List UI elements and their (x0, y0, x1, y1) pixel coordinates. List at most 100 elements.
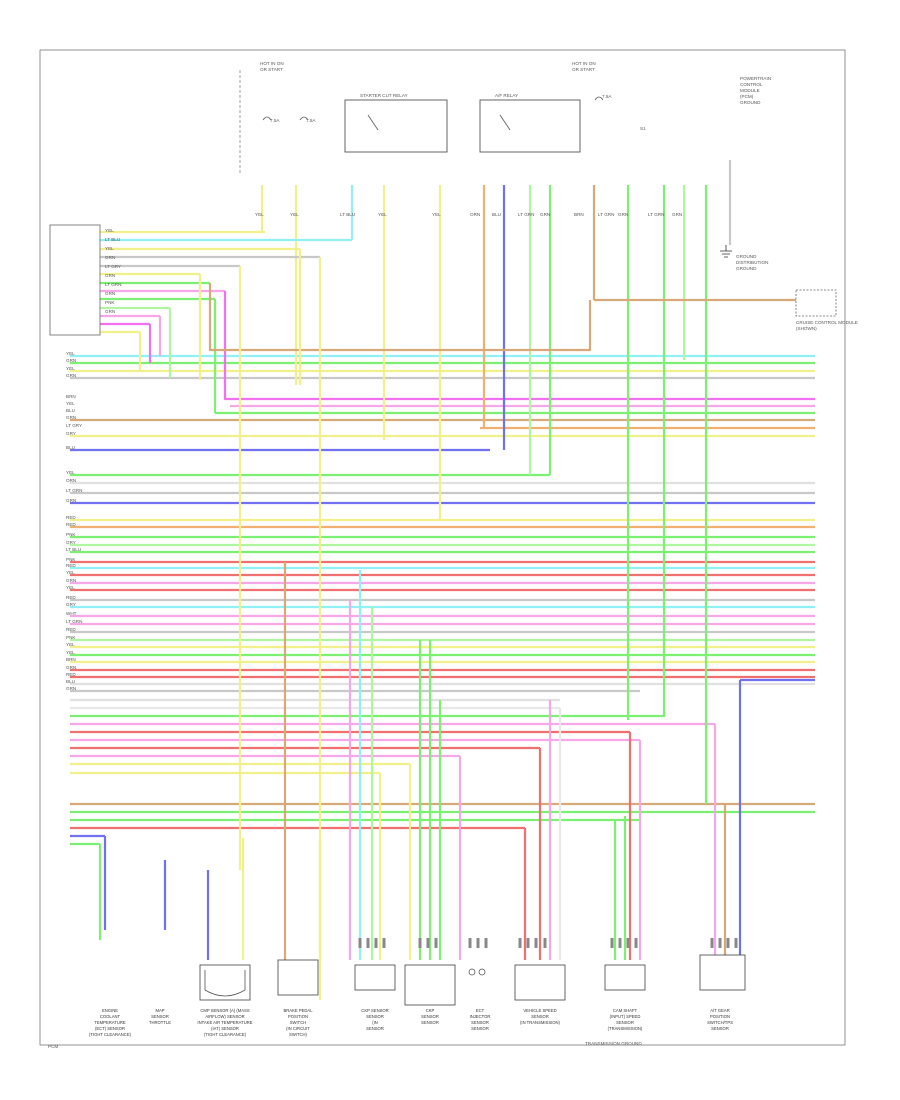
pin-icon (518, 938, 522, 948)
wire-label: BLU (492, 212, 501, 217)
bus-row-label: GRN (66, 665, 76, 670)
sensor-shape (204, 970, 246, 997)
wire-label: ORN (470, 212, 480, 217)
component-label: MAP (155, 1008, 164, 1013)
wire-label: LT GRN (518, 212, 534, 217)
ckp-sensor-box (604, 964, 646, 991)
ect-sensor-box (199, 964, 251, 1001)
fuse-label: 7.5A (602, 94, 612, 99)
component-label: ENGINE (102, 1008, 118, 1013)
relay-switch (367, 114, 379, 131)
bus-row-label: ORN (66, 478, 76, 483)
component-label: CKP (426, 1008, 435, 1013)
component-label: SWITCH) (289, 1032, 308, 1037)
bus-row-label: YEL (66, 642, 75, 647)
pin-icon (382, 938, 386, 948)
map-sensor-box (404, 964, 456, 1006)
component-label: (TIGHT CLEARANCE) (204, 1032, 247, 1037)
pin-icon (718, 938, 722, 948)
ground-ref-label: GROUND (736, 254, 757, 259)
pin-icon (374, 938, 378, 948)
ref-label: (PCM) (740, 94, 754, 99)
bus-row-label: RED (66, 515, 76, 520)
bus-row-label: RED (66, 595, 76, 600)
connector-row-label: LT BLU (105, 237, 120, 242)
component-label: (INPUT) SPEED (610, 1014, 641, 1019)
fuse-icon (594, 96, 604, 101)
splice-label: S1 (640, 126, 646, 131)
pin-icon (358, 938, 362, 948)
hot-run-label: HOT IN ON (260, 61, 284, 66)
wire-label: GRN (618, 212, 628, 217)
bus-row-label: PNK (66, 635, 76, 640)
component-label: SENSOR (711, 1026, 729, 1031)
component-label: SENSOR (366, 1026, 384, 1031)
connector-row-label: LT GRY (105, 264, 121, 269)
link-wire (223, 291, 230, 401)
fuse-icon (262, 116, 272, 121)
bus-row-label: LT GRN (66, 619, 82, 624)
connector-row-label: GRN (105, 291, 115, 296)
component-label: (ECT) SENSOR (95, 1026, 125, 1031)
bus-row-label: LT GRY (66, 423, 82, 428)
bus-row-label: YEL (66, 401, 75, 406)
component-label: CMP SENSOR (A) (MASS (200, 1008, 249, 1013)
pin-icon (426, 938, 430, 948)
pin-icon (610, 938, 614, 948)
bus-row-label: PNK (66, 557, 76, 562)
bus-row-label: BLU (66, 679, 75, 684)
bus-row-label: WHT (66, 611, 77, 616)
component-label: VEHICLE SPEED (523, 1008, 556, 1013)
hot-run-label: OR START (572, 67, 595, 72)
bus-row-label: GRN (66, 415, 76, 420)
bus-row-label: RED (66, 627, 76, 632)
relay-label: STARTER CUT RELAY (360, 93, 408, 98)
component-label: INTAKE AIR TEMPERATURE (197, 1020, 252, 1025)
component-label: SENSOR (421, 1014, 439, 1019)
bus-row-label: GRN (66, 578, 76, 583)
bus-row-label: RED (66, 672, 76, 677)
brake-switch-box (277, 959, 319, 996)
pin-icon (634, 938, 638, 948)
pin-icon (366, 938, 370, 948)
component-label: THROTTLE (149, 1020, 171, 1025)
bus-row-label: YEL (66, 585, 75, 590)
component-label: POSITION (710, 1014, 730, 1019)
pin-icon (418, 938, 422, 948)
wire-label: LT BLU (340, 212, 355, 217)
connector-row-label: GRN (105, 309, 115, 314)
component-label: SENSOR (531, 1014, 549, 1019)
cruise-module-label: CRUISE CONTROL MODULE (796, 320, 858, 325)
knock-sensor-icon (478, 968, 486, 976)
bus-row-label: GRN (66, 498, 76, 503)
fuse-label: 7.5A (270, 118, 280, 123)
bus-row-label: RED (66, 522, 76, 527)
ref-label: GROUND (740, 100, 761, 105)
component-label: (TIGHT CLEARANCE) (89, 1032, 132, 1037)
bus-row-label: YEL (66, 650, 75, 655)
bus-row-label: YEL (66, 470, 75, 475)
connector-row-label: GRN (105, 255, 115, 260)
wire-label: YEL (378, 212, 387, 217)
cruise-module-label: (SHOWN) (796, 326, 817, 331)
component-label: SENSOR (151, 1014, 169, 1019)
component-label: AIRFLOW) SENSOR (205, 1014, 244, 1019)
ground-icon (720, 245, 732, 258)
component-label: SENSOR (471, 1020, 489, 1025)
component-label: CAM SHAFT (613, 1008, 638, 1013)
knock-sensor-icon (468, 968, 476, 976)
bus-row-label: LT BLU (66, 547, 81, 552)
hot-run-label: OR START (260, 67, 283, 72)
ground-ref-label: DISTRIBUTION (736, 260, 768, 265)
component-label: ECT (476, 1008, 485, 1013)
connector-row-label: YEL (105, 246, 114, 251)
pin-icon (434, 938, 438, 948)
ref-label: CONTROL (740, 82, 763, 87)
diagram-frame (39, 49, 846, 1046)
component-label: SWITCH/TPS (707, 1020, 733, 1025)
component-label: SWITCH (290, 1020, 307, 1025)
relay-label: A/F RELAY (495, 93, 518, 98)
component-label: SENSOR (421, 1020, 439, 1025)
component-label: SENSOR (471, 1026, 489, 1031)
